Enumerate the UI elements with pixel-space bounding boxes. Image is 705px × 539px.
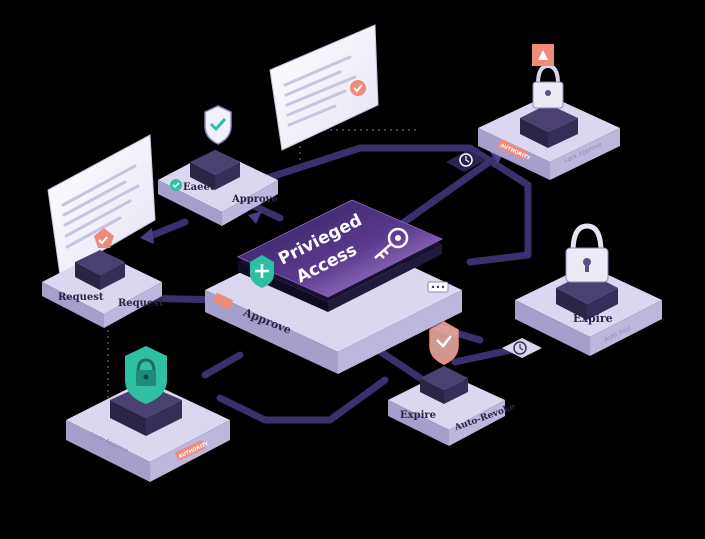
authority-tag <box>497 139 529 160</box>
approval-badge-icon <box>94 228 114 248</box>
shield-plus-icon <box>250 255 274 288</box>
document-top <box>269 24 379 151</box>
connector-request-to-approve <box>144 218 189 241</box>
connector-hub-to-expire-bottom <box>371 344 424 382</box>
request-left-label: Request <box>58 292 104 303</box>
node-lock-top-right[interactable]: AUTHORITY Lock Approve <box>478 44 620 180</box>
more-dots-icon <box>427 281 449 293</box>
node-expire-bottom[interactable]: Expire Auto-Revoke <box>388 321 517 446</box>
approval-badge-icon <box>350 80 366 96</box>
connector-top-loop <box>251 144 532 266</box>
connector-bottom-loop <box>216 376 389 424</box>
warning-tag-icon <box>532 44 554 66</box>
expire-bottom-label: Expire <box>400 410 436 421</box>
shield-lock-icon <box>125 346 167 404</box>
connector-hub-to-shield <box>201 351 244 379</box>
arrowhead <box>140 228 154 244</box>
clock-icon <box>513 341 527 355</box>
central-hub[interactable]: Privieged Access Approve <box>205 199 462 374</box>
padlock-icon <box>565 223 609 283</box>
shield-check-icon <box>204 105 232 145</box>
node-shield-bottom-left[interactable]: AUTHORITY Lock Approve <box>66 346 230 482</box>
clock-icon <box>459 153 473 167</box>
arrowhead <box>248 211 262 224</box>
document-chip-icon <box>212 292 234 310</box>
authority-tag <box>174 440 206 461</box>
clock-chip-top <box>446 150 486 172</box>
document-left <box>47 134 156 276</box>
padlock-icon <box>532 63 564 109</box>
shield-alert-icon <box>429 321 459 365</box>
key-icon <box>374 227 409 259</box>
node-approve-top[interactable]: Eaeet Approve <box>158 105 278 226</box>
connector-hub-to-top-right <box>396 156 496 229</box>
node-request-left[interactable]: Request Request <box>42 228 164 328</box>
approve-top-left-label: Eaeet <box>183 182 215 193</box>
node-expire-right[interactable]: Expire Auth Pool <box>515 223 662 356</box>
expire-right-label: Expire <box>573 312 613 325</box>
connectors <box>136 144 532 424</box>
clock-chip-right <box>502 338 542 358</box>
approve-top-right-label: Approve <box>231 194 278 205</box>
request-right-label: Request <box>118 298 164 309</box>
